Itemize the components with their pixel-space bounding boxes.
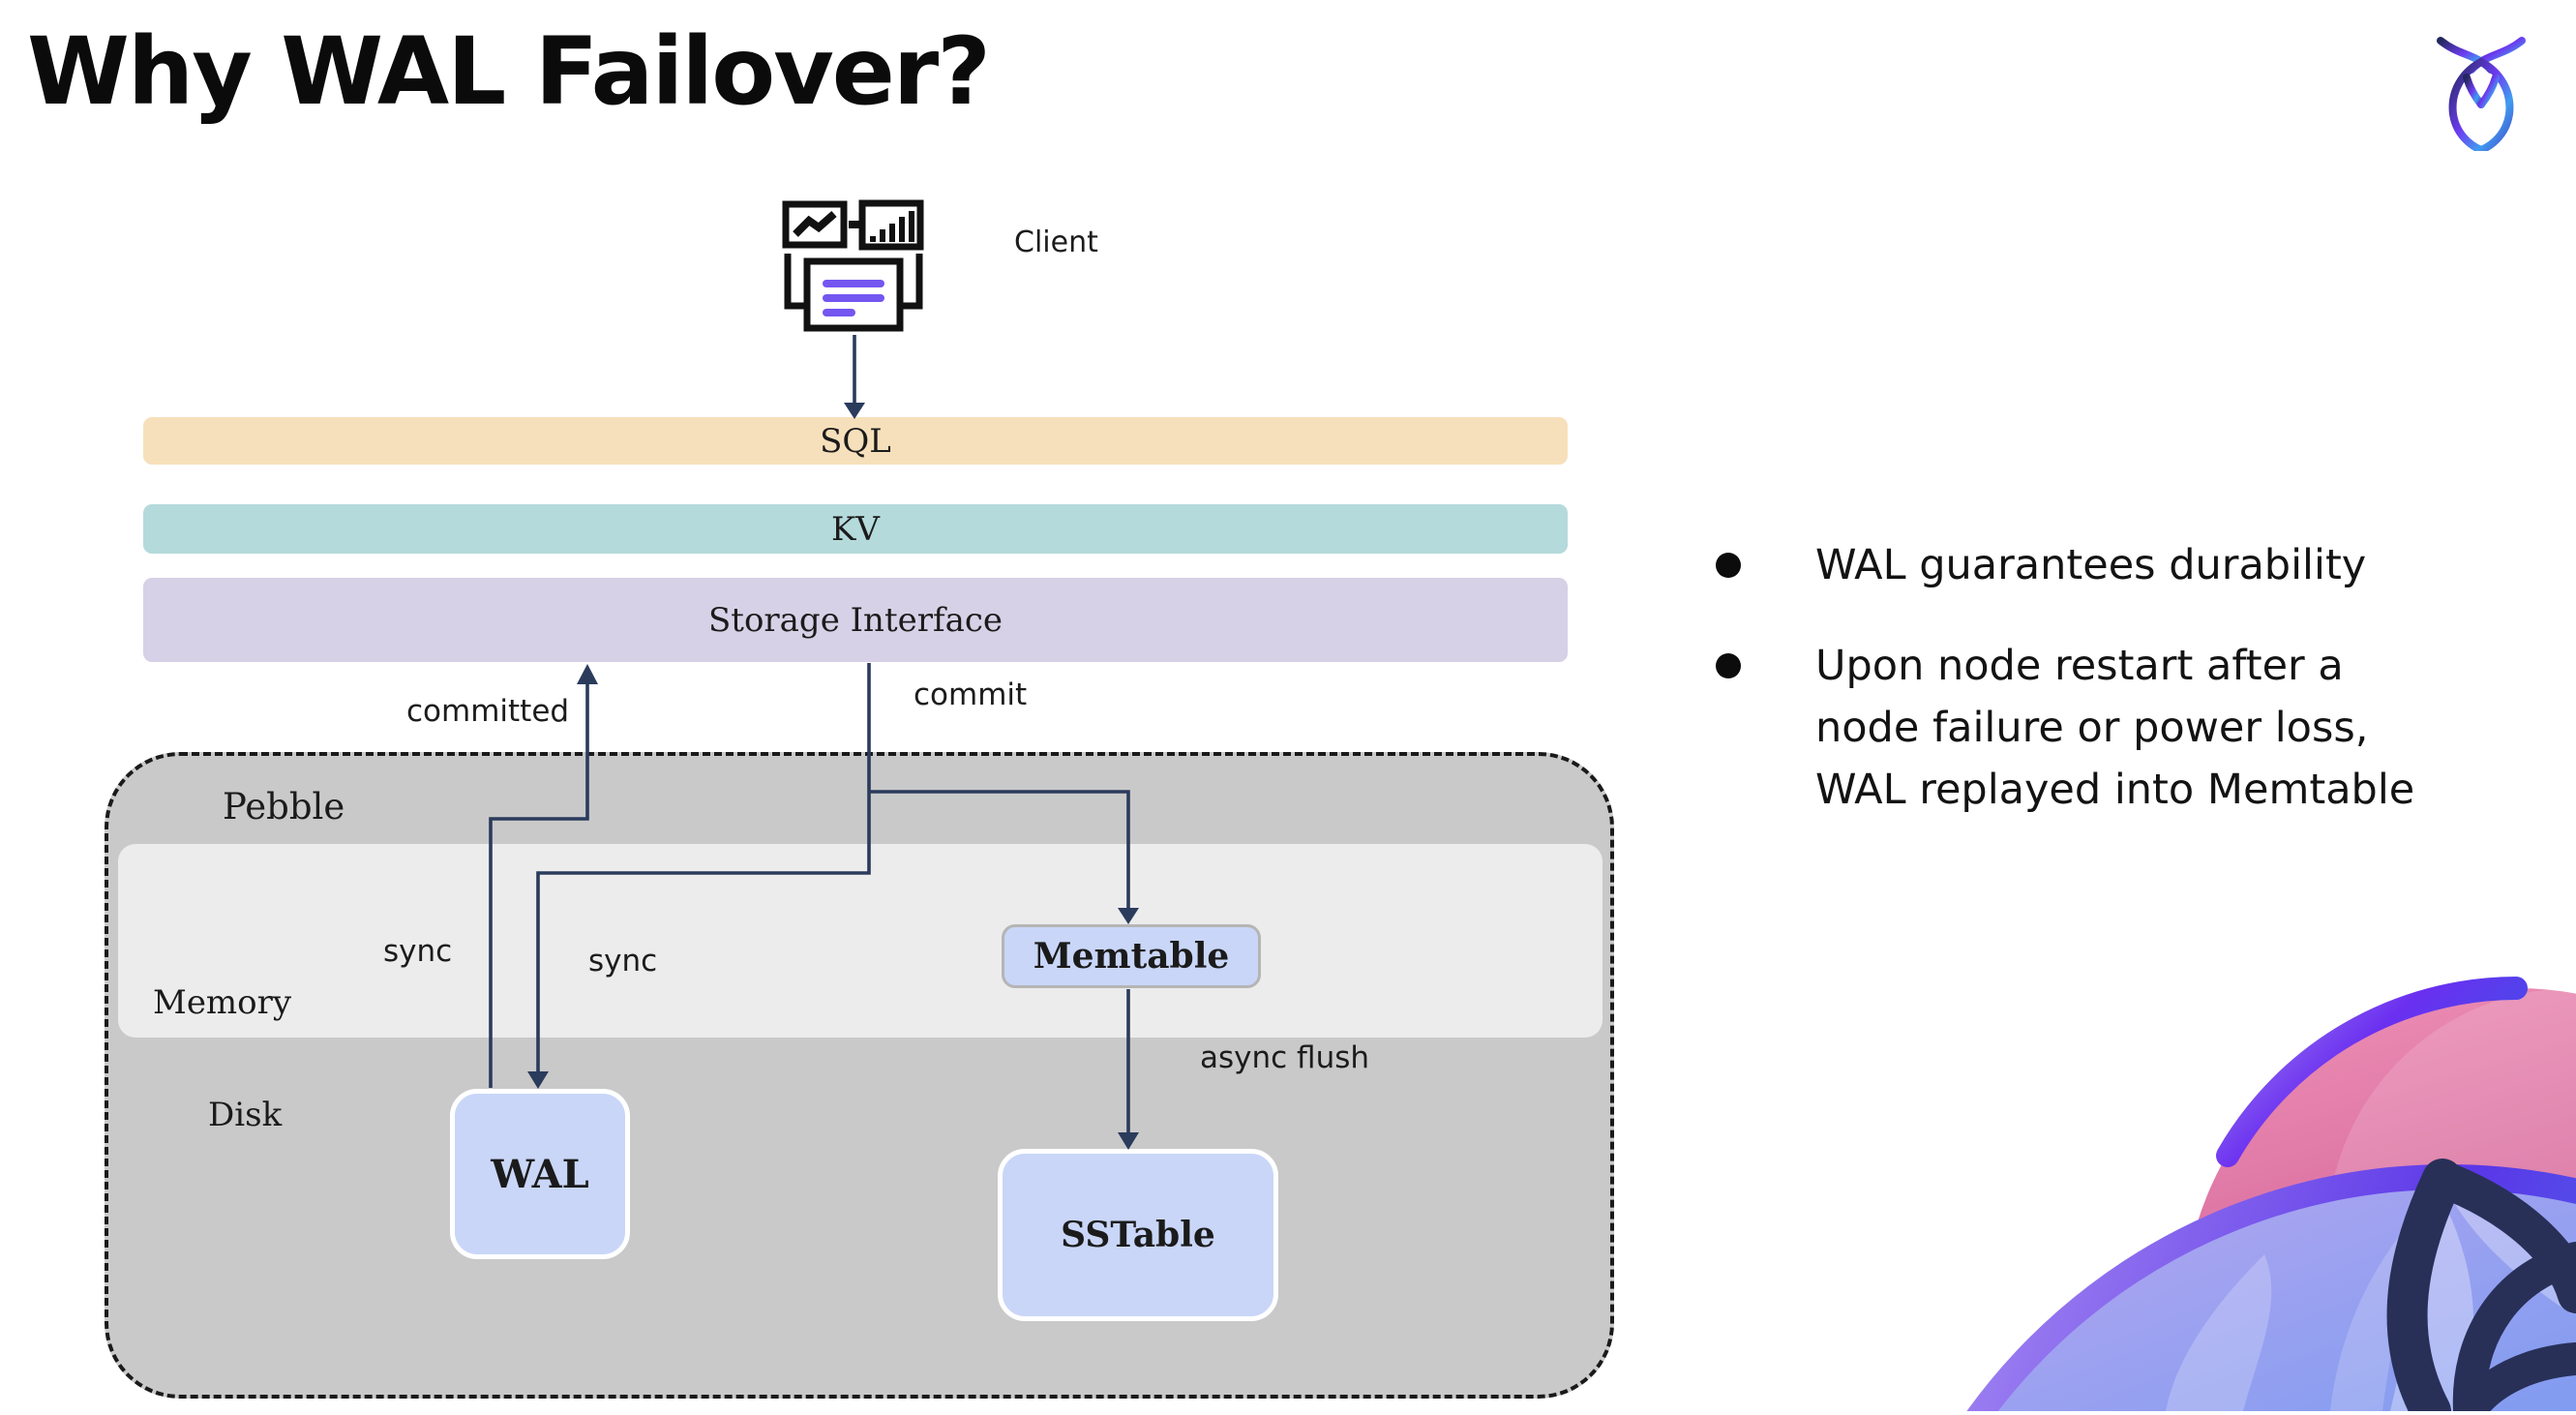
bullet-text: WAL guarantees durability [1815,541,2367,589]
pebble-label: Pebble [223,786,345,828]
storage-interface-layer-bar: Storage Interface [143,578,1568,662]
async-flush-edge-label: async flush [1200,1040,1370,1075]
kv-layer-label: KV [831,509,880,549]
bullet-dot-icon [1716,553,1741,578]
cockroachdb-brand-sphere-art [1935,916,2576,1415]
sstable-node-label: SSTable [1061,1215,1215,1255]
memtable-node: Memtable [1002,924,1261,988]
sql-layer-label: SQL [820,421,891,461]
bullet-dot-icon [1716,653,1741,678]
page-title: Why WAL Failover? [27,17,991,126]
sstable-node: SSTable [998,1149,1278,1321]
wal-node: WAL [450,1089,630,1259]
list-item: Upon node restart after a node failure o… [1684,635,2564,821]
commit-edge-label: commit [914,677,1028,712]
list-item: WAL guarantees durability [1684,534,2564,596]
client-label: Client [1014,226,1098,259]
memory-band [118,844,1603,1038]
sync-edge-label-1: sync [383,934,453,969]
sql-layer-bar: SQL [143,417,1568,465]
storage-interface-layer-label: Storage Interface [707,600,1003,640]
kv-layer-bar: KV [143,504,1568,554]
client-terminals-icon [780,199,927,339]
cockroachdb-logo-icon [2435,33,2528,155]
memory-label: Memory [153,983,292,1022]
sync-edge-label-2: sync [588,944,658,978]
wal-node-label: WAL [491,1151,589,1197]
memtable-node-label: Memtable [1033,936,1230,977]
bullet-list: WAL guarantees durability Upon node rest… [1684,534,2564,859]
disk-label: Disk [208,1096,283,1134]
bullet-text: Upon node restart after a node failure o… [1815,642,2415,814]
committed-edge-label: committed [406,694,570,729]
